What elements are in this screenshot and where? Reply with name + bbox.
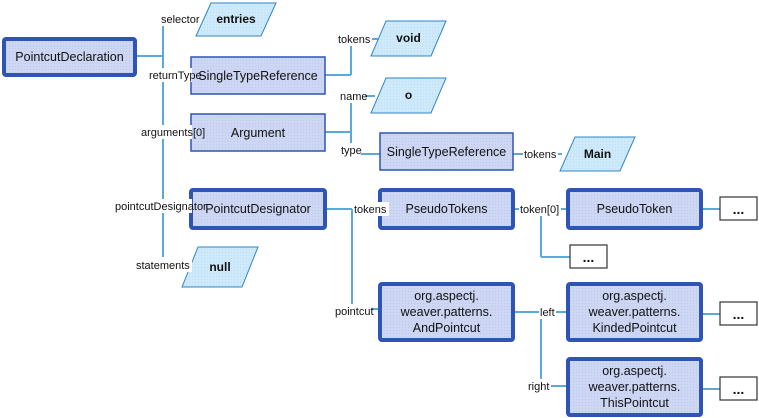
edge-label-tokens-pseudo: tokens (354, 204, 387, 216)
ellipsis-kinded-children[interactable]: ... (719, 301, 758, 326)
edge-label-tokens-main: tokens (524, 149, 557, 161)
node-label: Argument (231, 126, 286, 140)
leaf-selector-value[interactable]: entries (195, 2, 277, 37)
node-label-line-1: org.aspectj. (602, 364, 667, 378)
node-label-line-2: weaver.patterns. (400, 305, 493, 319)
edge-label-arguments: arguments[0] (141, 127, 205, 139)
node-label: PseudoToken (597, 202, 673, 216)
edge-label-token0: token[0] (520, 204, 559, 216)
node-pseudo-tokens[interactable]: PseudoTokens (378, 188, 515, 230)
node-label: PseudoTokens (405, 202, 487, 216)
leaf-argument-name[interactable]: o (370, 77, 447, 114)
node-label: SingleTypeReference (198, 69, 318, 83)
node-pointcut-designator[interactable]: PointcutDesignator (189, 188, 327, 230)
edge-label-left: left (540, 307, 555, 319)
edge-label-selector: selector (161, 14, 200, 26)
edge-label-name: name (340, 91, 368, 103)
node-this-pointcut[interactable]: org.aspectj. weaver.patterns. ThisPointc… (566, 357, 703, 417)
edge-label-statements: statements (136, 260, 190, 272)
leaf-label: Main (584, 147, 611, 161)
node-pseudo-token[interactable]: PseudoToken (566, 188, 703, 230)
edge-label-right: right (528, 381, 549, 393)
node-pointcut-declaration[interactable]: PointcutDeclaration (2, 37, 137, 77)
edge-label-type: type (341, 145, 362, 157)
ellipsis-label: ... (733, 201, 745, 217)
node-label-line-2: weaver.patterns. (588, 305, 681, 319)
node-argument[interactable]: Argument (190, 113, 326, 152)
node-label: PointcutDesignator (205, 202, 311, 216)
ellipsis-more-tokens[interactable]: ... (569, 244, 608, 269)
edge-label-pointcut: pointcut (335, 306, 374, 318)
node-label-line-2: weaver.patterns. (588, 380, 681, 394)
leaf-label: null (209, 260, 230, 274)
node-label-line-3: ThisPointcut (600, 396, 669, 410)
leaf-statements-value[interactable]: null (181, 246, 259, 288)
ellipsis-label: ... (733, 381, 745, 397)
node-label-line-3: KindedPointcut (592, 321, 677, 335)
leaf-argument-type-token[interactable]: Main (559, 136, 636, 172)
edge-label-return-type: returnType (149, 70, 202, 82)
node-label-line-1: org.aspectj. (602, 289, 667, 303)
leaf-label: void (396, 31, 421, 45)
leaf-return-type-token[interactable]: void (370, 20, 447, 57)
edge-label-tokens-void: tokens (338, 34, 371, 46)
ellipsis-pseudo-token-children[interactable]: ... (719, 196, 758, 221)
node-and-pointcut[interactable]: org.aspectj. weaver.patterns. AndPointcu… (378, 282, 515, 342)
node-label: PointcutDeclaration (15, 50, 123, 64)
node-argument-type-ref[interactable]: SingleTypeReference (379, 132, 514, 171)
edge-labels: selector returnType arguments[0] pointcu… (114, 12, 561, 393)
leaf-label: entries (216, 12, 256, 26)
node-return-type-ref[interactable]: SingleTypeReference (190, 56, 326, 95)
edge-label-pointcut-designator: pointcutDesignator (115, 201, 207, 213)
node-label-line-3: AndPointcut (413, 321, 481, 335)
leaf-label: o (405, 88, 412, 102)
ellipsis-this-children[interactable]: ... (719, 376, 758, 401)
node-kinded-pointcut[interactable]: org.aspectj. weaver.patterns. KindedPoin… (566, 282, 703, 342)
ellipsis-label: ... (733, 306, 745, 322)
node-label-line-1: org.aspectj. (414, 289, 479, 303)
node-label: SingleTypeReference (387, 145, 507, 159)
ellipsis-label: ... (583, 249, 595, 265)
